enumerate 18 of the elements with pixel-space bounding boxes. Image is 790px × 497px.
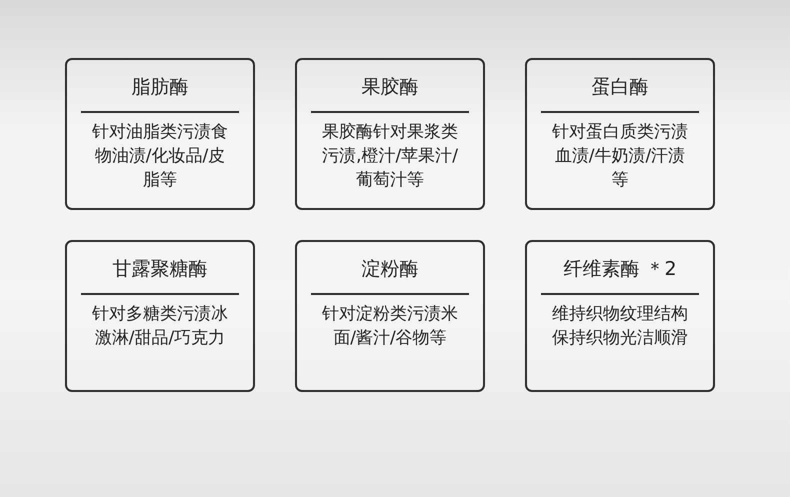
card-heading: 纤维素酶 ＊2 [562, 257, 678, 282]
card-heading: 甘露聚糖酶 [112, 257, 208, 282]
card-description: 针对油脂类污渍食物油渍/化妆品/皮脂等 [91, 121, 229, 192]
card-heading: 蛋白酶 [590, 75, 650, 100]
card-description: 针对多糖类污渍冰激淋/甜品/巧克力 [91, 303, 229, 350]
card-description: 针对蛋白质类污渍血渍/牛奶渍/汗渍等 [551, 121, 689, 192]
enzyme-card [295, 58, 485, 210]
enzyme-card [65, 240, 255, 392]
card-heading: 淀粉酶 [360, 257, 420, 282]
enzyme-card [295, 240, 485, 392]
card-description: 维持织物纹理结构保持织物光洁顺滑 [551, 303, 689, 350]
card-heading: 脂肪酶 [130, 75, 190, 100]
card-description: 果胶酶针对果浆类污渍,橙汁/苹果汁/葡萄汁等 [321, 121, 459, 192]
card-description: 针对淀粉类污渍米面/酱汁/谷物等 [321, 303, 459, 350]
enzyme-card [525, 240, 715, 392]
enzyme-card [65, 58, 255, 210]
card-heading: 果胶酶 [360, 75, 420, 100]
enzyme-card [525, 58, 715, 210]
